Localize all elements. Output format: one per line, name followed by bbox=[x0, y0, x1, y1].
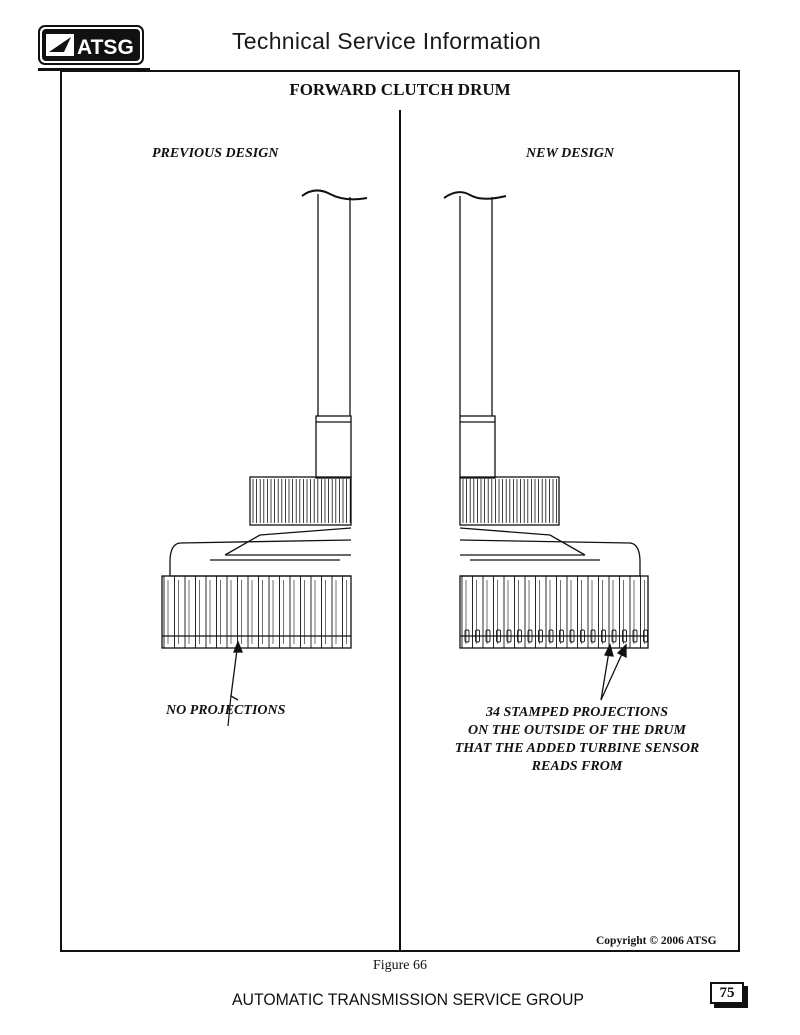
stamped-projections bbox=[464, 629, 648, 643]
callout-line-3: THAT THE ADDED TURBINE SENSOR bbox=[454, 741, 700, 756]
clutch-drum-drawing bbox=[161, 189, 649, 727]
new-spline-teeth bbox=[462, 479, 558, 523]
figure-title: FORWARD CLUTCH DRUM bbox=[289, 80, 511, 99]
callout-line-2: ON THE OUTSIDE OF THE DRUM bbox=[468, 723, 686, 738]
copyright-notice: Copyright © 2006 ATSG bbox=[596, 935, 717, 947]
page-number: 75 bbox=[710, 982, 744, 1004]
new-design-drum bbox=[443, 191, 649, 701]
new-design-label: NEW DESIGN bbox=[526, 146, 615, 161]
header-title: Technical Service Information bbox=[232, 28, 542, 54]
no-projections-callout: NO PROJECTIONS bbox=[166, 703, 286, 718]
stamped-projections-callout: 34 STAMPED PROJECTIONS ON THE OUTSIDE OF… bbox=[432, 704, 722, 776]
callout-line-1: 34 STAMPED PROJECTIONS bbox=[485, 705, 669, 720]
figure-caption: Figure 66 bbox=[372, 958, 428, 973]
previous-design-label: PREVIOUS DESIGN bbox=[152, 146, 279, 161]
logo-text: ATSG bbox=[77, 36, 134, 59]
figure-divider bbox=[399, 110, 401, 952]
footer-title: AUTOMATIC TRANSMISSION SERVICE GROUP bbox=[232, 990, 584, 1009]
callout-line-4: READS FROM bbox=[531, 759, 623, 774]
previous-drum-fingers bbox=[163, 576, 347, 648]
previous-spline-teeth bbox=[252, 479, 351, 523]
atsg-logo: ATSG bbox=[38, 25, 144, 65]
previous-design-drum bbox=[161, 189, 368, 727]
header-rule bbox=[38, 68, 150, 71]
